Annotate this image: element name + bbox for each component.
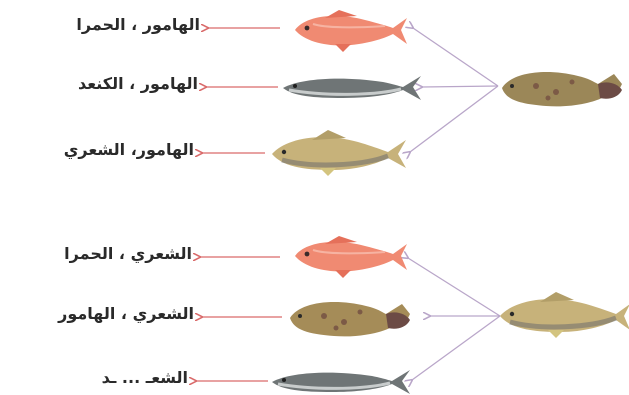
grouper-fish xyxy=(290,302,410,336)
emperor-fish xyxy=(272,130,406,176)
grouper-source-fish xyxy=(502,72,622,106)
pair-label: الشعري ، الهامور xyxy=(58,304,194,323)
link-line xyxy=(408,258,500,316)
pair-label: الهامور ، الكنعد xyxy=(78,74,198,93)
pair-label: الهامور، الشعري xyxy=(64,140,194,159)
link-line xyxy=(413,28,498,86)
pair-label: الشعري ، الحمرا xyxy=(64,244,192,263)
red-snapper-fish xyxy=(295,236,407,278)
mackerel-fish xyxy=(283,76,421,100)
pair-label: الهامور ، الحمرا xyxy=(76,15,200,34)
emperor-source-fish xyxy=(500,292,629,338)
link-line xyxy=(410,86,498,152)
pair-label: الشعـ ... ـد xyxy=(102,368,188,387)
red-snapper-fish xyxy=(295,10,407,52)
link-line xyxy=(422,86,498,87)
mackerel-fish xyxy=(272,370,410,394)
link-line xyxy=(412,316,500,380)
